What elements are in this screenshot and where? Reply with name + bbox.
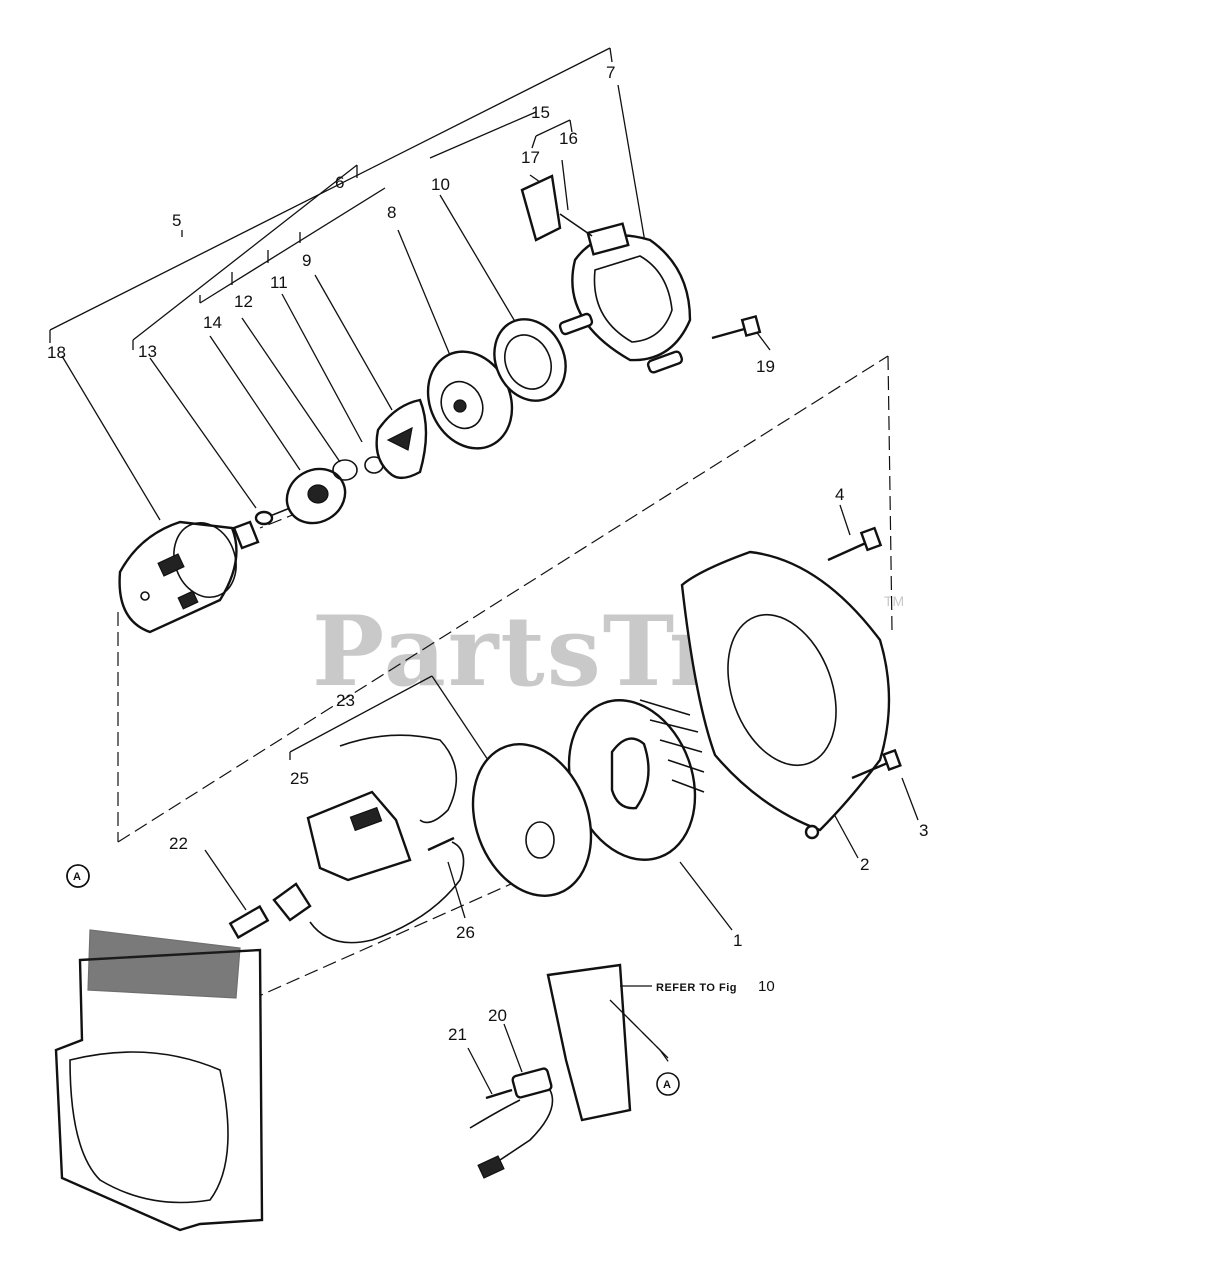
part-17-handle [520,174,593,242]
refer-note-fig: 10 [758,978,775,995]
label-13: 13 [138,342,157,361]
engine-block [54,864,264,1232]
callout-a-switch-letter: A [663,1079,671,1091]
part-20-switch [469,963,680,1179]
label-10: 10 [431,175,450,194]
refer-note-text: REFER TO Fig [656,982,737,994]
part-22-spark-plug [228,841,465,944]
part-1-flywheel [567,699,705,861]
label-20: 20 [488,1006,507,1025]
label-25: 25 [290,769,309,788]
part-2-blower-housing [680,550,891,840]
watermark-trademark: TM [884,593,904,609]
label-15: 15 [531,103,550,122]
part-3-bolt [851,748,902,780]
label-18: 18 [47,343,66,362]
label-8: 8 [387,203,396,222]
part-4-bolt [827,526,883,562]
label-17: 17 [521,148,540,167]
callout-a-engine: A [66,864,90,888]
part-12-ring [332,459,358,481]
label-9: 9 [302,251,311,270]
label-16: 16 [559,129,578,148]
label-1: 1 [733,931,742,950]
label-23: 23 [336,691,355,710]
label-2: 2 [860,855,869,874]
callout-a-switch: A [609,985,671,1091]
part-19-screw [711,314,762,340]
label-19: 19 [756,357,775,376]
callout-a-engine-letter: A [73,871,81,883]
label-21: 21 [448,1025,467,1044]
part-7-housing [558,222,692,374]
refer-note: REFER TO Fig 10 [656,978,775,995]
part-10-spring [493,318,567,402]
label-12: 12 [234,292,253,311]
part-23-stator-plate [471,743,593,897]
label-4: 4 [835,485,844,504]
label-14: 14 [203,313,222,332]
label-22: 22 [169,834,188,853]
assembly-brackets [49,47,613,350]
label-6: 6 [335,173,344,192]
part-13-bolt [232,507,291,550]
label-5: 5 [172,211,181,230]
label-3: 3 [919,821,928,840]
part-18-starter-cup [118,520,238,634]
part-14-washer [285,467,347,525]
part-26-screw [427,836,455,852]
label-26: 26 [456,923,475,942]
label-7: 7 [606,63,615,82]
part-25-ignition-module [306,734,458,882]
part-labels: 1 2 3 4 5 6 7 8 9 10 11 12 13 14 15 16 1… [47,63,928,1044]
label-11: 11 [270,273,288,292]
part-9-pawl-plate [375,398,428,480]
part-21-screw [485,1088,513,1100]
